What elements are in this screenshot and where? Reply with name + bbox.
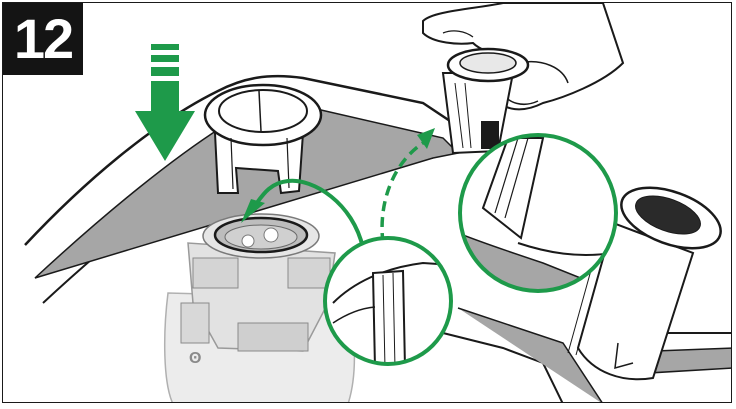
step-number-badge: 12 bbox=[3, 3, 83, 75]
instruction-panel: ʘ bbox=[2, 2, 732, 403]
guide-arrows bbox=[241, 128, 435, 249]
installation-illustration: ʘ bbox=[24, 3, 731, 402]
down-arrow-icon bbox=[135, 44, 195, 161]
svg-text:ʘ: ʘ bbox=[189, 350, 201, 367]
detail-circle-right bbox=[458, 133, 618, 293]
baffle-part-held bbox=[441, 47, 530, 155]
baffle-part-right bbox=[567, 186, 722, 381]
splash-guard-part bbox=[203, 83, 323, 195]
detail-circle-left bbox=[323, 236, 453, 366]
